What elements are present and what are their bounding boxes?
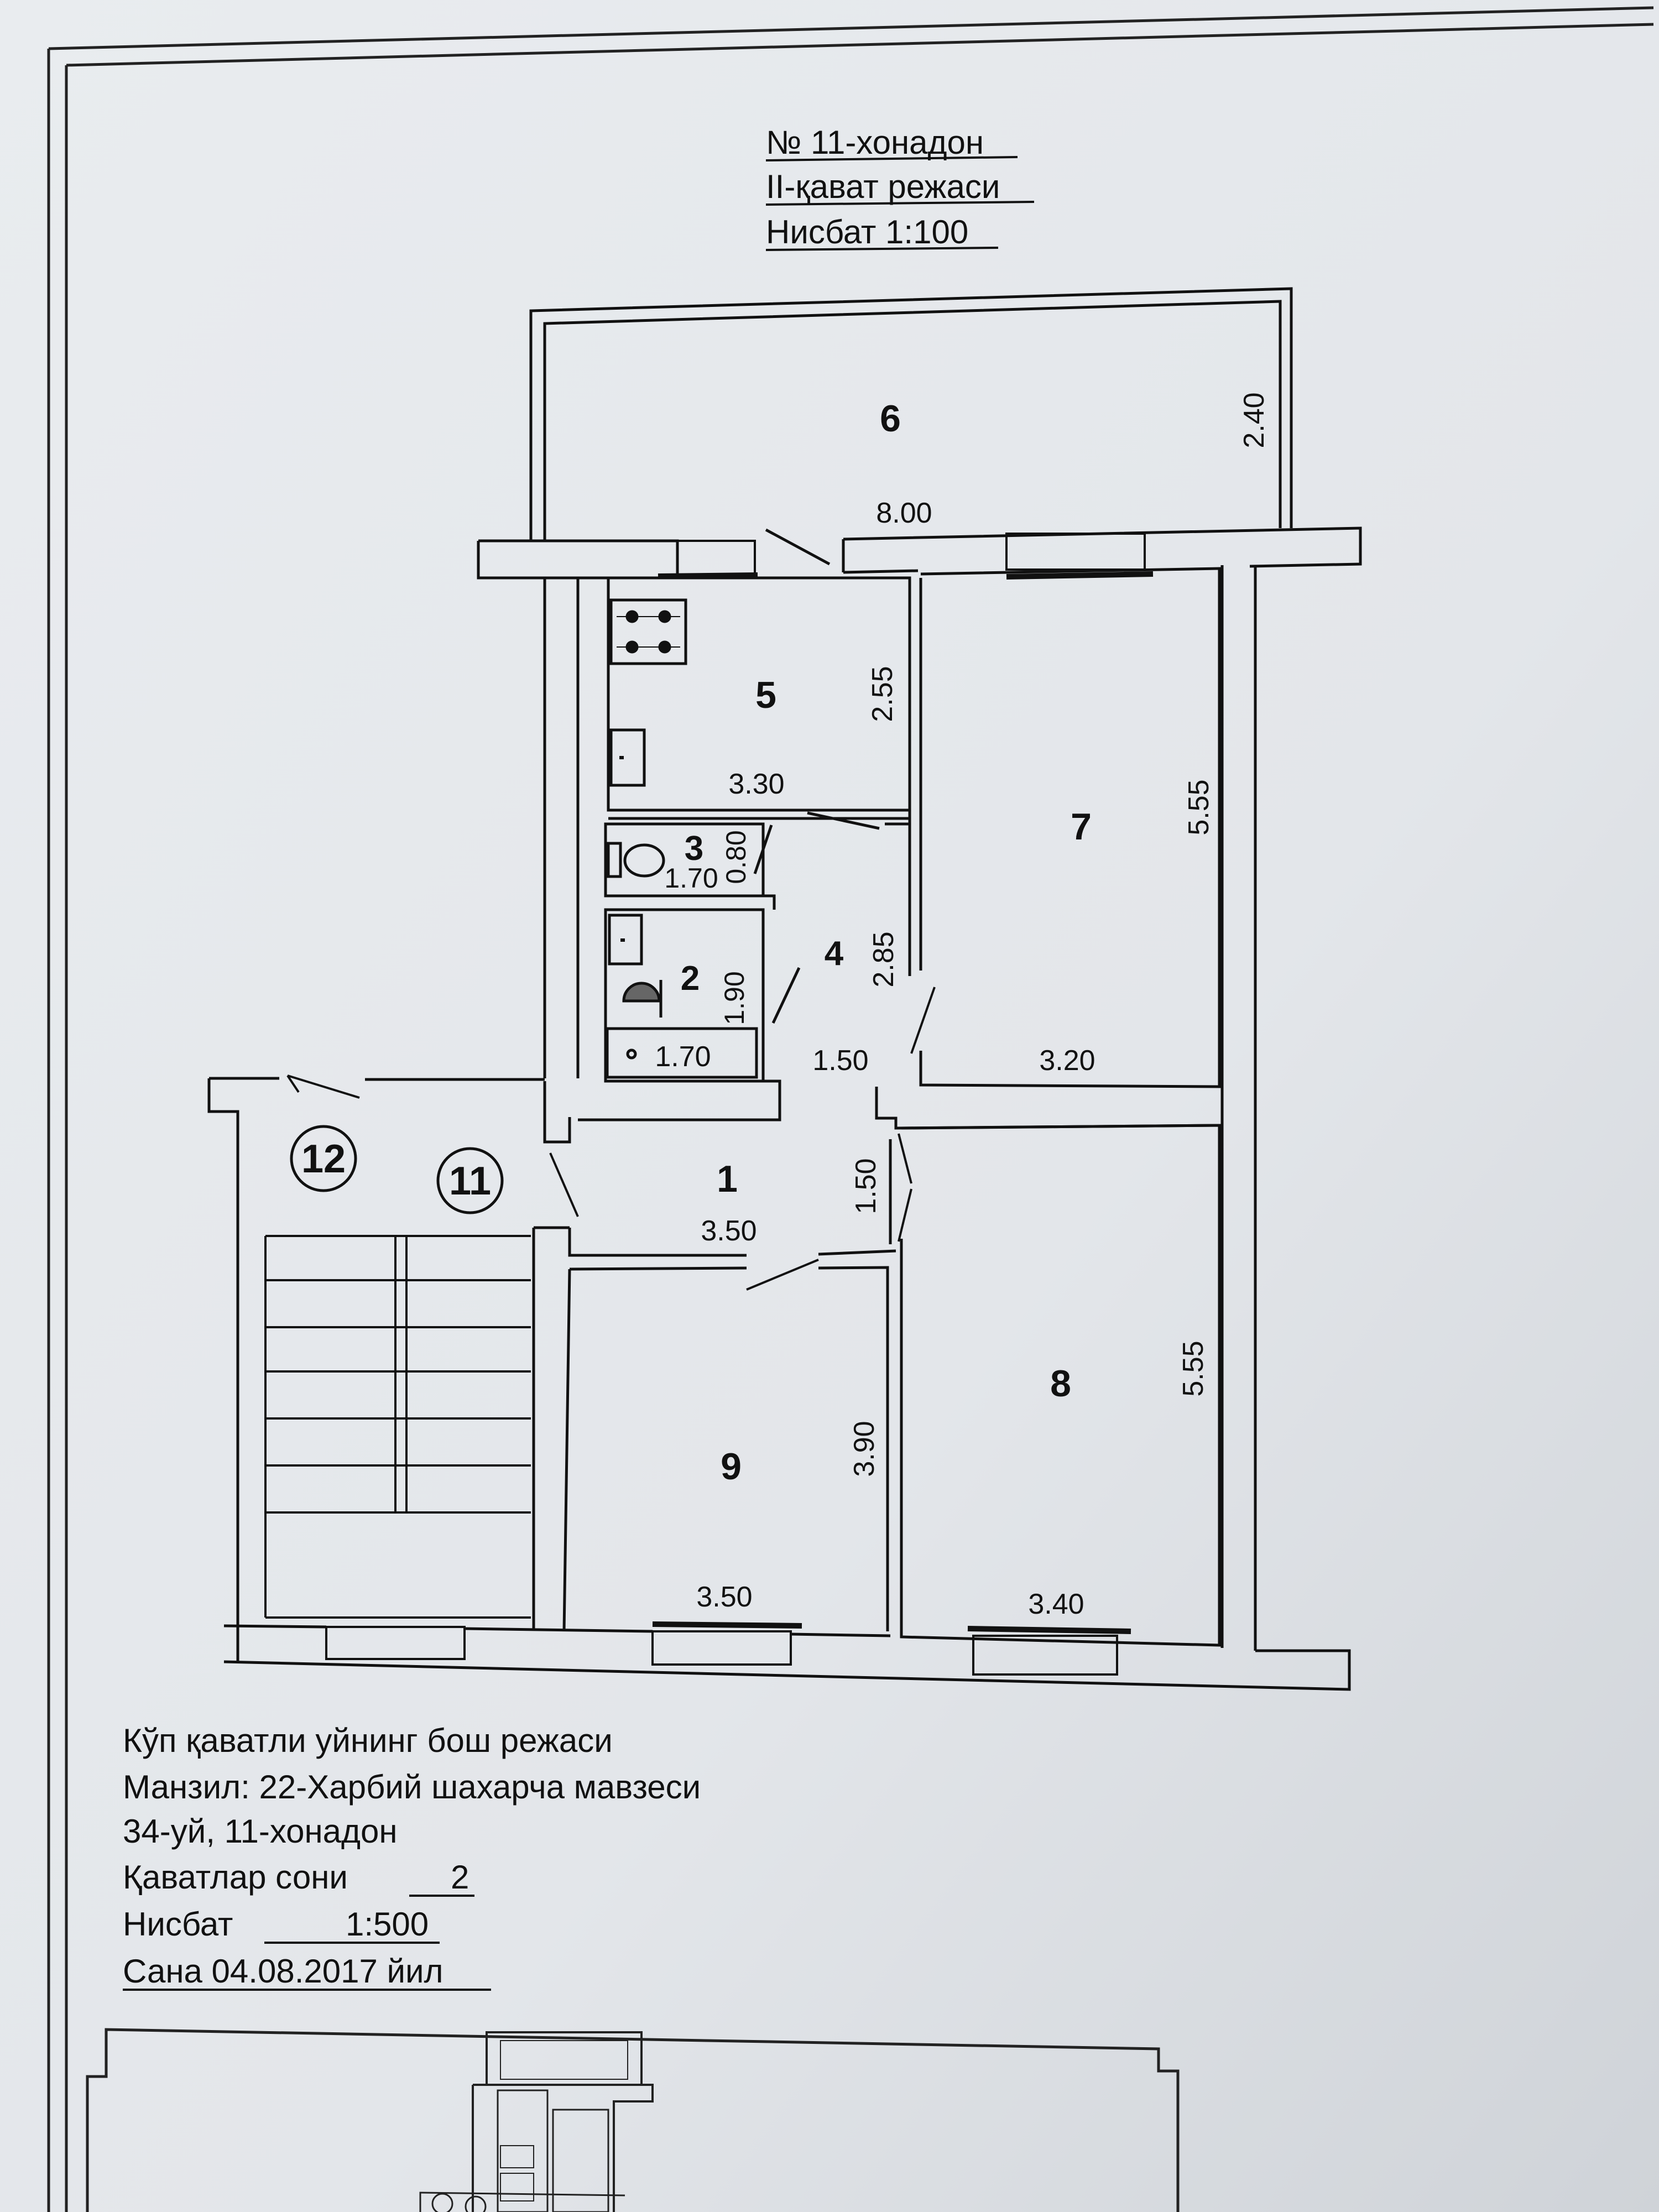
room-9-label: 9 <box>721 1446 742 1488</box>
dim-r8-height: 5.55 <box>1177 1340 1209 1396</box>
info-scale-label: Нисбат <box>123 1906 233 1943</box>
info-floors-value: 2 <box>451 1859 469 1896</box>
dim-r6-width: 8.00 <box>876 497 932 529</box>
bathroom-block <box>604 811 880 1083</box>
room-2-label: 2 <box>681 959 700 998</box>
balcony <box>529 287 1293 542</box>
dim-r1-height: 1.50 <box>850 1158 882 1214</box>
circle-markers <box>290 1125 504 1214</box>
title-apartment: № 11-хонадон <box>766 124 984 161</box>
drawing-frame <box>47 6 1654 2212</box>
info-block: Кўп қаватли уйнинг бош режаси Манзил: 22… <box>123 1722 701 1991</box>
dim-r4-width: 1.50 <box>812 1045 868 1077</box>
room-3-label: 3 <box>685 830 703 868</box>
info-floors-label: Қаватлар сони <box>123 1859 348 1896</box>
room-7-label: 7 <box>1071 806 1092 848</box>
windows <box>325 533 1154 1676</box>
title-scale: Нисбат 1:100 <box>766 213 968 251</box>
dim-r7-width: 3.20 <box>1039 1045 1095 1077</box>
room-6-label: 6 <box>880 398 901 440</box>
marker-11: 11 <box>449 1159 491 1203</box>
info-title: Кўп қаватли уйнинг бош режаси <box>123 1722 613 1759</box>
info-scale-value: 1:500 <box>346 1906 429 1943</box>
title-floor: II-қават режаси <box>766 168 1000 205</box>
info-address: Манзил: 22-Харбий шахарча мавзеси <box>123 1768 701 1806</box>
dim-r2-height: 1.90 <box>719 971 750 1025</box>
marker-12: 12 <box>301 1137 346 1181</box>
plan-title: № 11-хонадон II-қават режаси Нисбат 1:10… <box>765 124 1035 251</box>
dim-r5-height: 2.55 <box>867 666 899 722</box>
dim-r2-width: 1.70 <box>655 1041 711 1073</box>
room-8-label: 8 <box>1050 1363 1071 1405</box>
dim-r7-height: 5.55 <box>1183 779 1215 835</box>
dim-r6-height: 2.40 <box>1238 392 1270 448</box>
dim-r5-width: 3.30 <box>728 768 784 800</box>
dim-r9-height: 3.90 <box>848 1421 880 1477</box>
partitions <box>532 567 1221 1647</box>
dim-r1-width: 3.50 <box>701 1215 757 1247</box>
site-plan-thumbnail <box>86 2028 1180 2212</box>
room-5-label: 5 <box>755 674 776 716</box>
room-4-label: 4 <box>825 935 844 973</box>
room-1-label: 1 <box>717 1158 738 1200</box>
dim-r3-width: 1.70 <box>664 863 718 894</box>
room-labels: 6 5 7 3 4 2 1 8 9 12 11 <box>301 398 1092 1488</box>
dim-r9-width: 3.50 <box>696 1581 752 1613</box>
dim-r4-height: 2.85 <box>868 931 900 987</box>
dim-r8-width: 3.40 <box>1028 1588 1084 1620</box>
floor-plan <box>207 287 1362 1691</box>
dim-r3-height: 0.80 <box>721 830 752 884</box>
doors <box>286 987 936 1291</box>
dimension-labels: 8.00 2.40 3.30 2.55 1.70 0.80 1.70 1.90 … <box>655 392 1270 1620</box>
info-house: 34-уй, 11-хонадон <box>123 1813 398 1850</box>
staircase <box>264 1235 531 1619</box>
info-date: Сана 04.08.2017 йил <box>123 1953 444 1990</box>
